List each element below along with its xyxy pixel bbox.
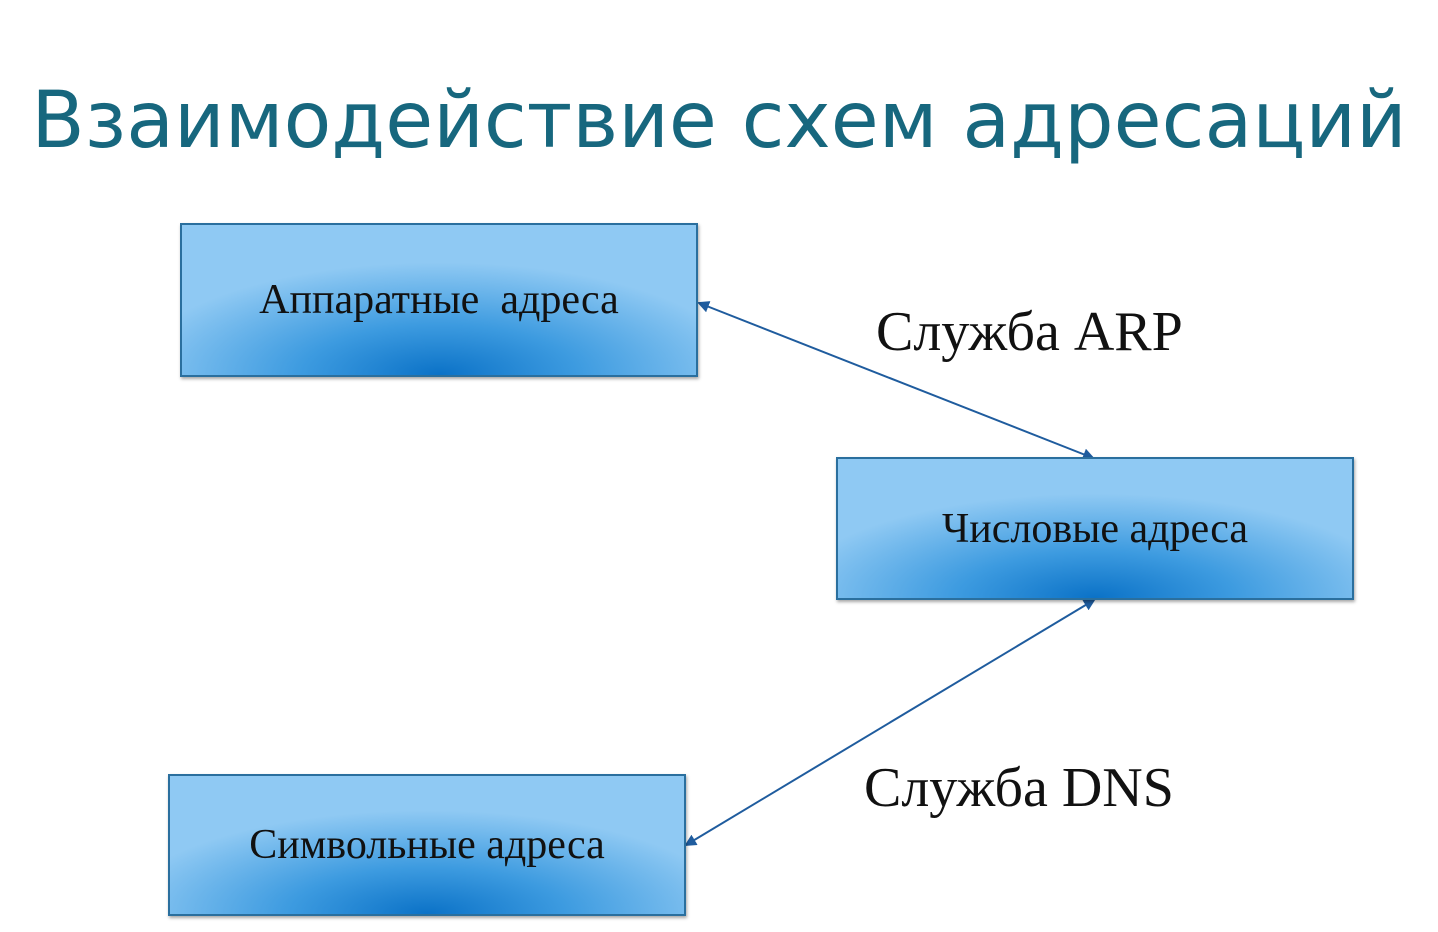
arp-service-label: Служба ARP (876, 301, 1183, 363)
hardware-addresses-box: Аппаратные адреса (180, 223, 698, 377)
symbolic-addresses-box: Символьные адреса (168, 774, 686, 916)
numeric-addresses-label: Числовые адреса (941, 505, 1249, 552)
numeric-addresses-box: Числовые адреса (836, 457, 1354, 600)
dns-service-label: Служба DNS (864, 757, 1174, 819)
slide-title: Взаимодействие схем адресаций (31, 76, 1407, 166)
symbolic-addresses-label: Символьные адреса (249, 822, 605, 868)
hardware-addresses-label: Аппаратные адреса (259, 277, 619, 323)
